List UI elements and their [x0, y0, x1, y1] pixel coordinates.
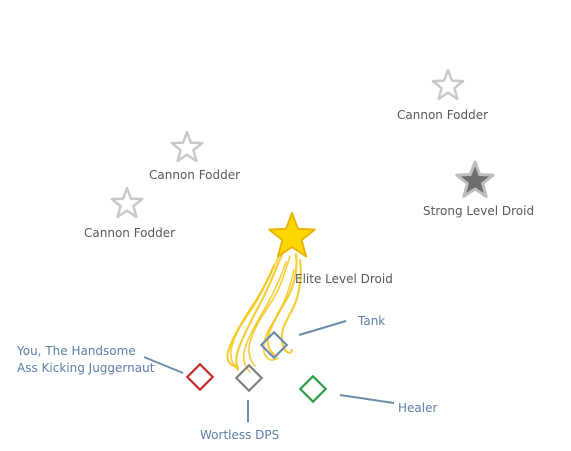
cannon-fodder-label: Cannon Fodder — [397, 108, 489, 122]
scribble-stroke — [242, 261, 287, 373]
cannon-fodder-star-icon — [110, 186, 144, 219]
juggernaut-label-line2: Ass Kicking Juggernaut — [17, 361, 155, 375]
elite-droid-path-scribble — [226, 250, 302, 373]
scribble-stroke — [235, 250, 285, 370]
strong-droid-star-icon — [455, 160, 495, 198]
juggernaut-diamond-icon — [185, 362, 215, 392]
scribble-stroke — [262, 269, 295, 361]
tank-label: Tank — [358, 314, 386, 328]
cannon-fodder-star-icon — [170, 130, 204, 163]
healer-connector-line — [339, 394, 395, 404]
scribble-stroke — [226, 264, 276, 368]
tank-connector-line — [298, 320, 347, 336]
juggernaut-connector-line — [143, 356, 184, 374]
dps-label: Wortless DPS — [200, 428, 280, 442]
cannon-fodder-label: Cannon Fodder — [149, 168, 241, 182]
healer-label: Healer — [398, 401, 438, 415]
healer-diamond-icon — [298, 374, 328, 404]
dps-diamond-icon — [234, 363, 264, 393]
elite-droid-label: Elite Level Droid — [295, 272, 393, 286]
tank-diamond-icon — [259, 330, 289, 360]
strong-droid-label: Strong Level Droid — [423, 204, 535, 218]
cannon-fodder-star-icon — [431, 68, 465, 101]
scribble-stroke — [248, 255, 291, 367]
juggernaut-label-line1: You, The Handsome — [17, 344, 136, 358]
elite-droid-star-icon — [268, 212, 316, 258]
cannon-fodder-label: Cannon Fodder — [84, 226, 176, 240]
scribble-stroke — [280, 258, 302, 354]
